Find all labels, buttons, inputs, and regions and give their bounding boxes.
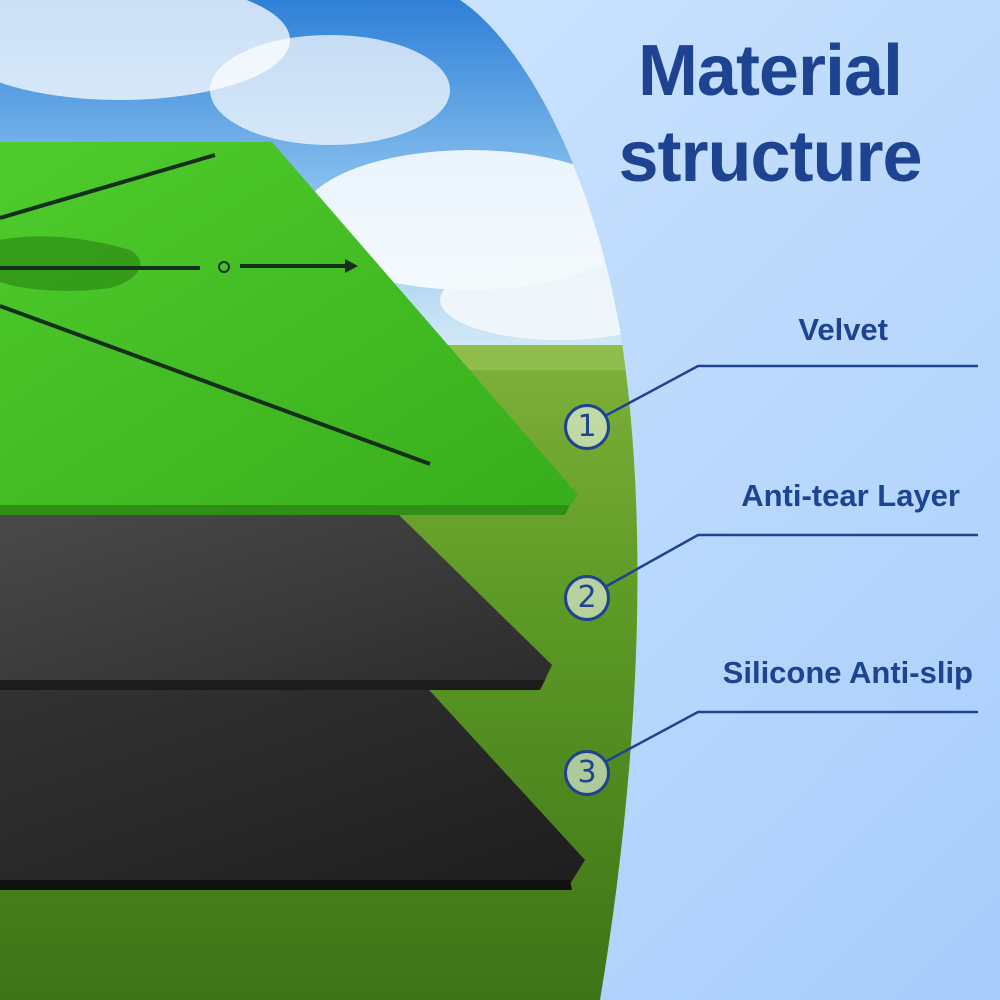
layer-3-number-badge: 3: [564, 750, 610, 796]
layer-anti-tear: [0, 512, 552, 690]
layer-2-number-badge: 2: [564, 575, 610, 621]
title-line-1: Material: [637, 31, 903, 111]
layer-silicone: [0, 680, 585, 890]
page-title: Material structure: [560, 28, 980, 200]
layer-3-label: Silicone Anti-slip: [722, 655, 973, 690]
title-line-2: structure: [618, 117, 922, 197]
layer-2-label: Anti-tear Layer: [741, 478, 960, 513]
layer-1-number-badge: 1: [564, 404, 610, 450]
layer-1-label: Velvet: [798, 312, 888, 347]
leader-lines: [604, 364, 978, 764]
layer-velvet: [0, 142, 578, 515]
